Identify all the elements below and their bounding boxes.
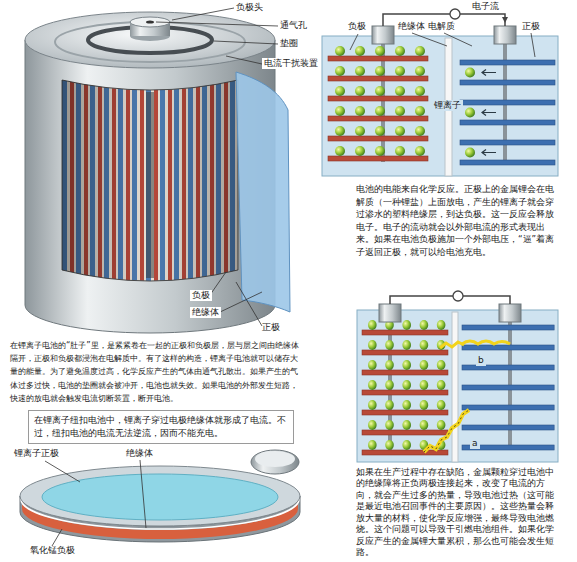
- callout-letter: a: [470, 438, 480, 449]
- terminal-block: [372, 26, 394, 44]
- part-label: 氧化锰负极: [30, 545, 75, 556]
- cell-diagram: [322, 9, 558, 176]
- short-circuit-diagram: [357, 291, 558, 462]
- positive-plates: [462, 325, 554, 450]
- negative-plate: [362, 340, 448, 355]
- positive-plate: [462, 385, 554, 390]
- electrolyte-tank: [357, 310, 558, 462]
- positive-plate: [460, 80, 555, 85]
- negative-plate: [328, 106, 428, 121]
- electrode-layers: [62, 80, 238, 281]
- vent-hole: [146, 20, 154, 23]
- text-box: 在锂离子纽扣电池中，锂离子穿过电极绝缘体就形成了电流。不过，纽扣电池的电流无法逆…: [28, 410, 294, 444]
- battery-lid: [20, 466, 300, 526]
- coin-photo: [251, 450, 299, 474]
- metal-dendrite: [424, 410, 469, 452]
- metal-dendrite: [424, 410, 469, 452]
- flow-label: 电子流: [472, 1, 499, 12]
- part-label: 锂离子: [432, 100, 463, 111]
- meter-symbol: [453, 291, 463, 301]
- lithium-ion: [465, 68, 475, 78]
- callout-letter: b: [476, 355, 486, 366]
- lithium-ion: [465, 148, 475, 158]
- button-battery: [20, 450, 300, 546]
- positive-plate: [462, 345, 554, 350]
- metal-deposit: [462, 341, 510, 344]
- leader-line: [156, 8, 278, 326]
- part-label: 绝缘体: [398, 21, 425, 32]
- part-label: 绝缘体: [126, 448, 153, 459]
- part-label: 绝缘体: [190, 307, 221, 318]
- positive-plates: [460, 60, 555, 165]
- description-text: 如果在生产过程中存在缺陷，金属颗粒穿过电池中的绝缘障将正负两极连接起来，改变了电…: [356, 467, 562, 559]
- positive-plate: [460, 120, 555, 125]
- flow-arrowhead: [502, 17, 508, 23]
- part-label: 锂离子正极: [14, 448, 59, 459]
- positive-plate: [460, 100, 555, 105]
- insulator-membrane: [452, 312, 458, 462]
- electrolyte-tank: [322, 36, 558, 176]
- negative-plate: [328, 146, 428, 161]
- negative-plate: [328, 126, 428, 141]
- cap-ring: [55, 22, 245, 62]
- metal-deposit: [440, 342, 464, 348]
- negative-plate: [362, 320, 448, 335]
- lithium-ion: [465, 108, 475, 118]
- box-text: 在锂离子纽扣电池中，锂离子穿过电极绝缘体就形成了电流。不过，纽扣电池的电流无法逆…: [34, 414, 288, 440]
- terminal-block: [494, 26, 516, 44]
- leader-line: [45, 460, 146, 546]
- part-label: 正极: [262, 322, 280, 333]
- part-label: 正极: [522, 21, 540, 32]
- part-label: 负极头: [236, 2, 263, 13]
- part-label: 电解质: [428, 21, 455, 32]
- negative-plate: [328, 46, 428, 61]
- terminal-block: [379, 304, 401, 322]
- negative-plates: [362, 320, 448, 455]
- positive-plate: [462, 405, 554, 410]
- description-text: 在锂离子电池的“肚子”里，是紧紧卷在一起的正极和负极层，层与层之间由绝缘体隔开，…: [10, 339, 302, 405]
- insulator-sheet: [236, 72, 290, 312]
- part-label: 负极: [190, 290, 212, 301]
- meter-symbol: [450, 9, 460, 19]
- positive-plate: [460, 160, 555, 165]
- cylinder-battery: [25, 8, 290, 333]
- leader-line: [350, 33, 535, 57]
- external-wire: [390, 296, 510, 304]
- electrode-rod: [381, 44, 385, 162]
- positive-plate: [462, 325, 554, 330]
- negative-plate: [362, 400, 448, 415]
- part-label: 电流干扰装置: [262, 58, 320, 69]
- positive-plate: [460, 60, 555, 65]
- negative-plate: [362, 380, 448, 395]
- battery-cap: [25, 12, 275, 68]
- part-label: 垫圈: [280, 38, 298, 49]
- part-label: 负极: [348, 21, 366, 32]
- ion-arrow: [482, 70, 496, 156]
- coin-photo: [255, 451, 295, 467]
- layer-shading: [62, 80, 238, 281]
- negative-plate: [362, 420, 448, 435]
- terminal-block: [499, 304, 521, 322]
- negative-plate: [328, 86, 428, 101]
- positive-plate: [460, 140, 555, 145]
- battery-core: [146, 92, 154, 278]
- negative-plate: [362, 360, 448, 375]
- negative-plate: [328, 66, 428, 81]
- description-text: 电池的电能来自化学反应。正极上的金属锂会在电解质（一种锂盐）上面放电，产生的锂离…: [356, 183, 560, 258]
- positive-plate: [462, 425, 554, 430]
- part-label: 通气孔: [280, 20, 307, 31]
- negative-plates: [328, 46, 428, 161]
